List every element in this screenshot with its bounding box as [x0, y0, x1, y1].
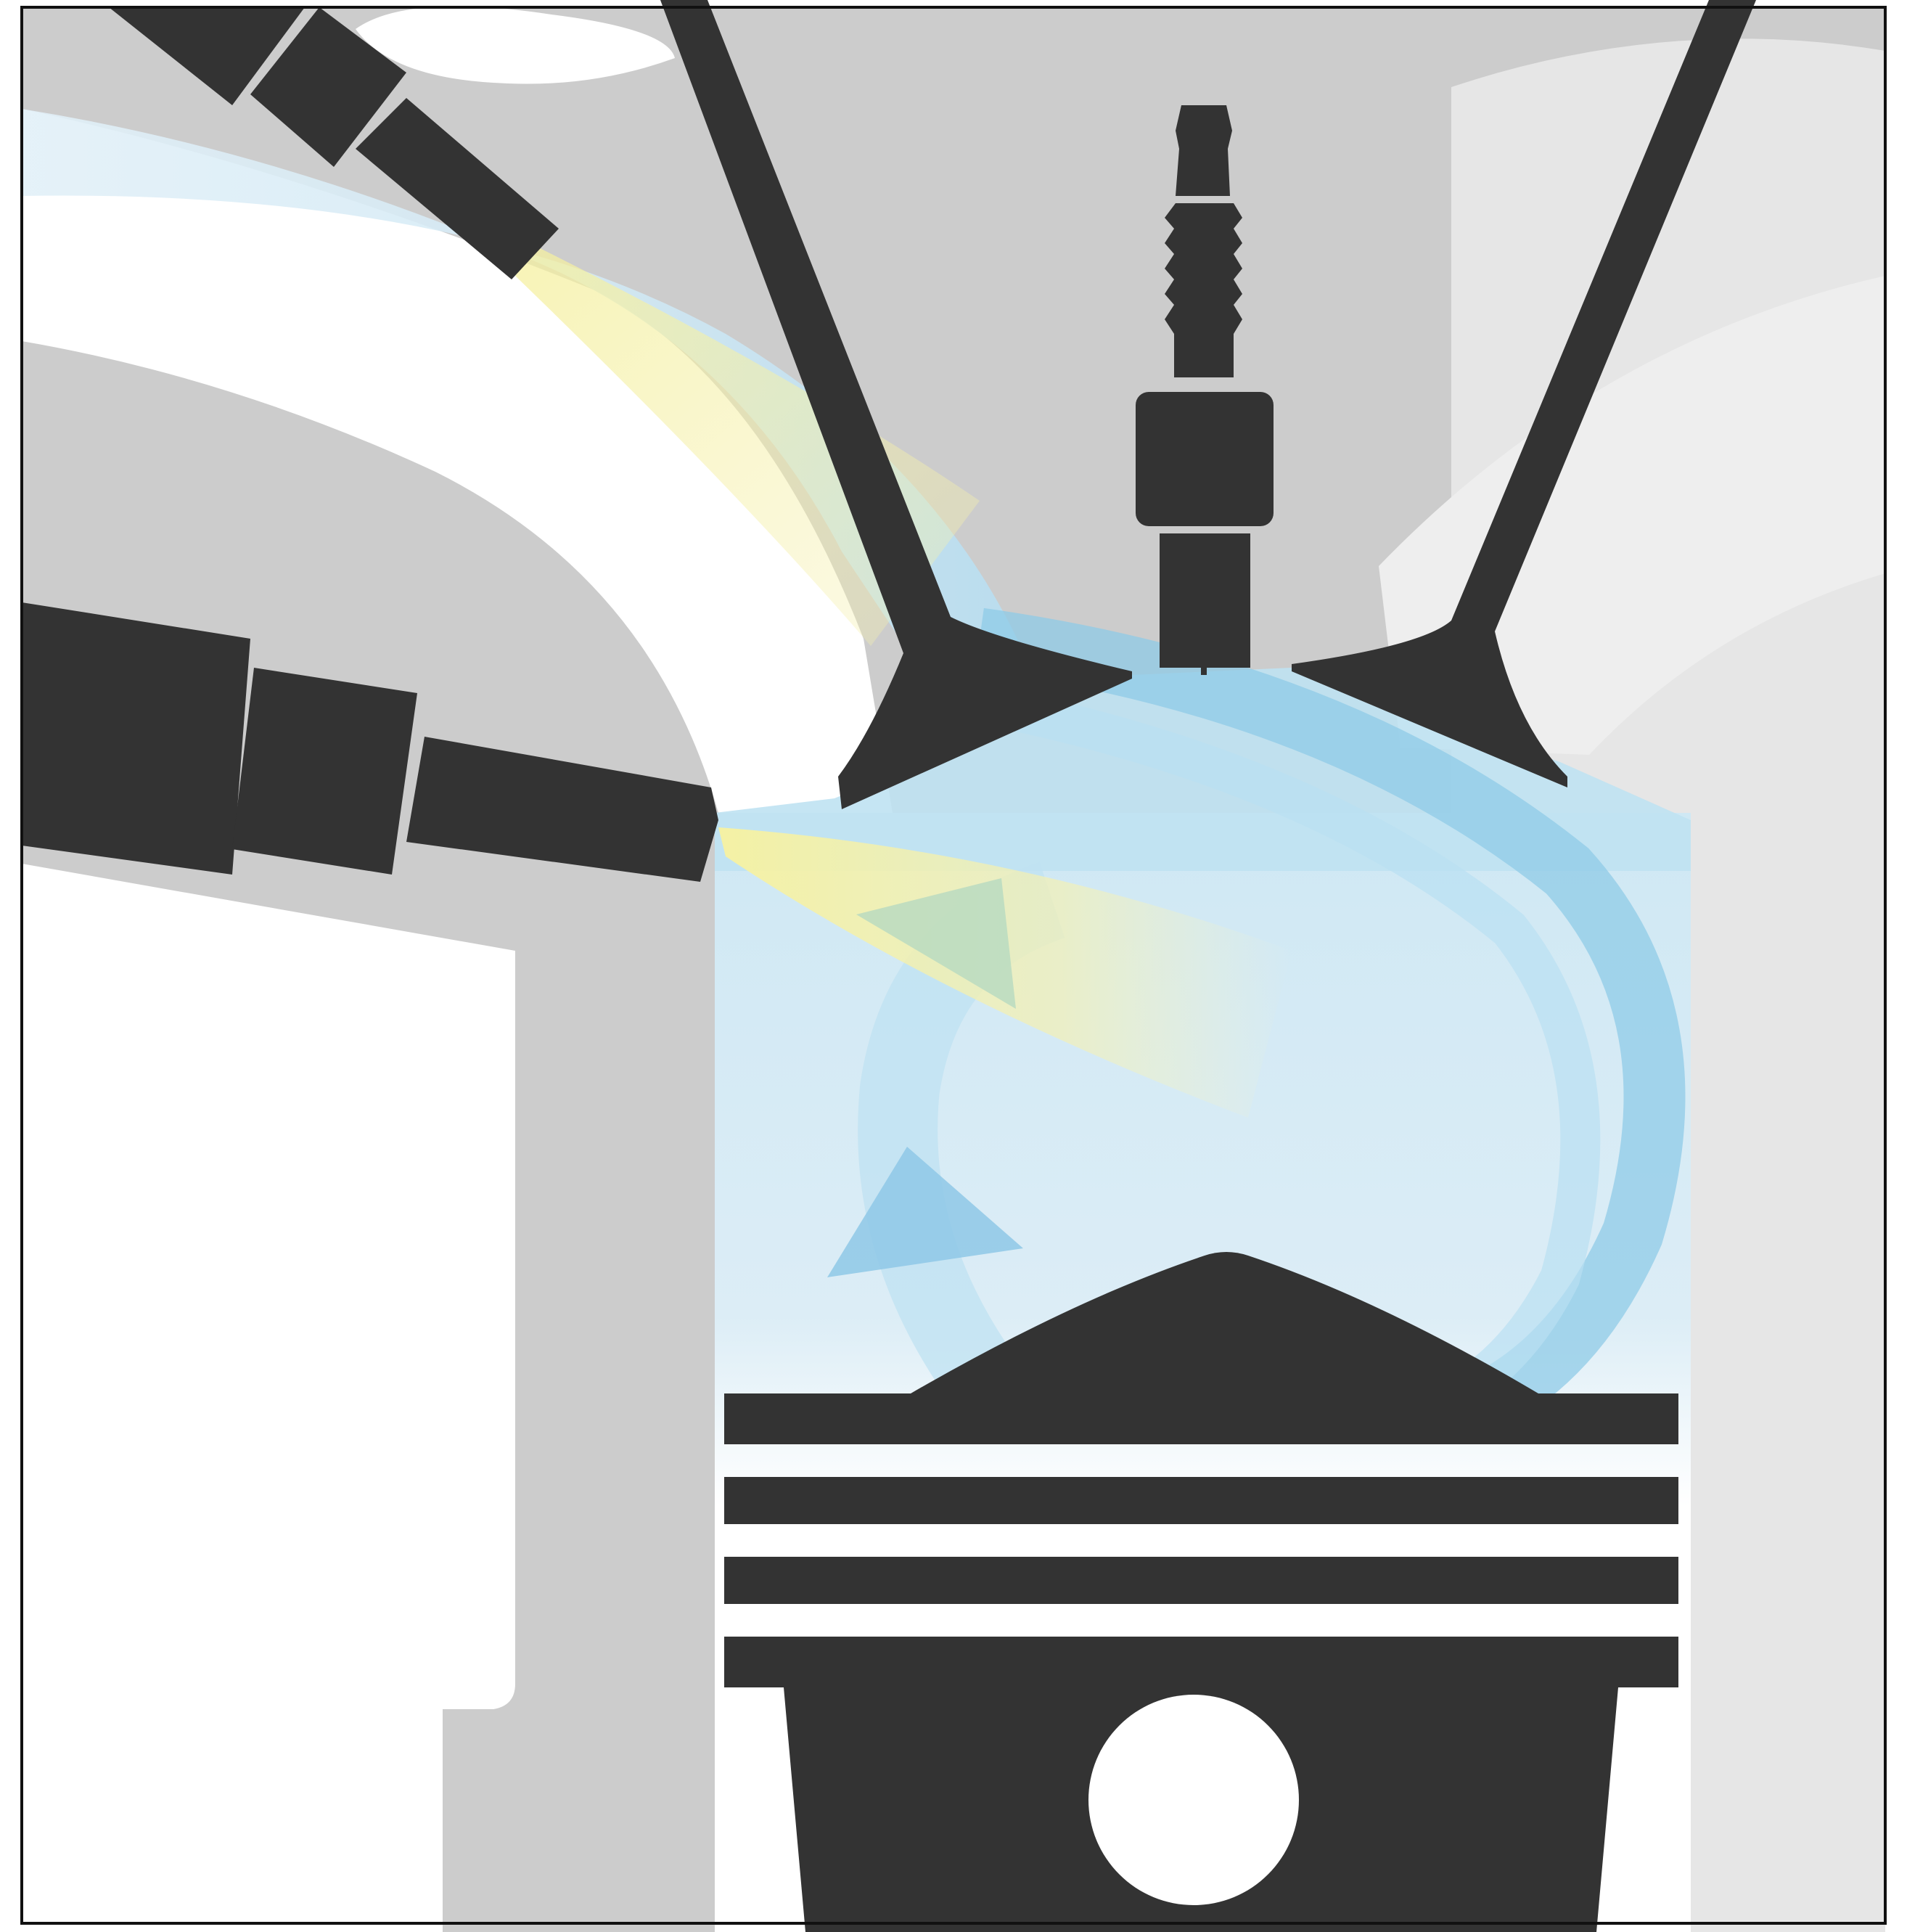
- water-jacket: [22, 864, 515, 1932]
- wrist-pin: [1088, 1695, 1299, 1905]
